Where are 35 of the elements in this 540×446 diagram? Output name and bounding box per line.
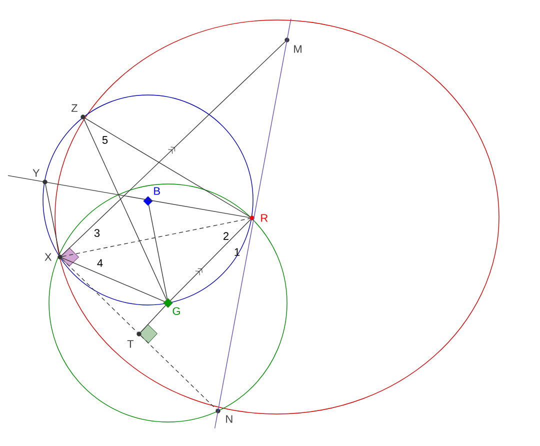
angle-number: 4 xyxy=(97,259,103,267)
point-label: X xyxy=(44,253,52,261)
line-segment xyxy=(45,184,60,255)
line-segment xyxy=(8,175,250,218)
line-segment xyxy=(61,41,286,256)
point xyxy=(42,180,48,184)
point xyxy=(284,38,290,42)
point xyxy=(250,216,254,220)
point xyxy=(143,196,153,206)
point-label: B xyxy=(154,187,160,195)
line-segment xyxy=(62,218,250,257)
angle-number: 3 xyxy=(94,229,100,237)
angle-number: 2 xyxy=(224,232,229,240)
line-segment xyxy=(170,219,251,301)
point-label: G xyxy=(172,307,180,315)
line-segment xyxy=(84,118,250,218)
point xyxy=(216,408,220,414)
line-segment xyxy=(84,118,167,300)
angle-number: 1 xyxy=(234,248,240,256)
point xyxy=(80,114,86,120)
angle-number: 5 xyxy=(102,136,108,144)
line-segment xyxy=(140,305,166,333)
line-segment xyxy=(148,204,168,300)
point xyxy=(163,298,173,308)
line-segment xyxy=(61,258,138,333)
point-label: Y xyxy=(32,169,40,177)
line-segment xyxy=(62,258,165,302)
point-label: R xyxy=(261,214,268,222)
line-segment xyxy=(140,335,217,410)
point-label: N xyxy=(226,415,232,423)
point-label: M xyxy=(294,45,302,53)
line-segment xyxy=(214,18,292,429)
point-label: T xyxy=(127,340,134,348)
point xyxy=(136,332,142,336)
point-label: Z xyxy=(71,104,78,112)
